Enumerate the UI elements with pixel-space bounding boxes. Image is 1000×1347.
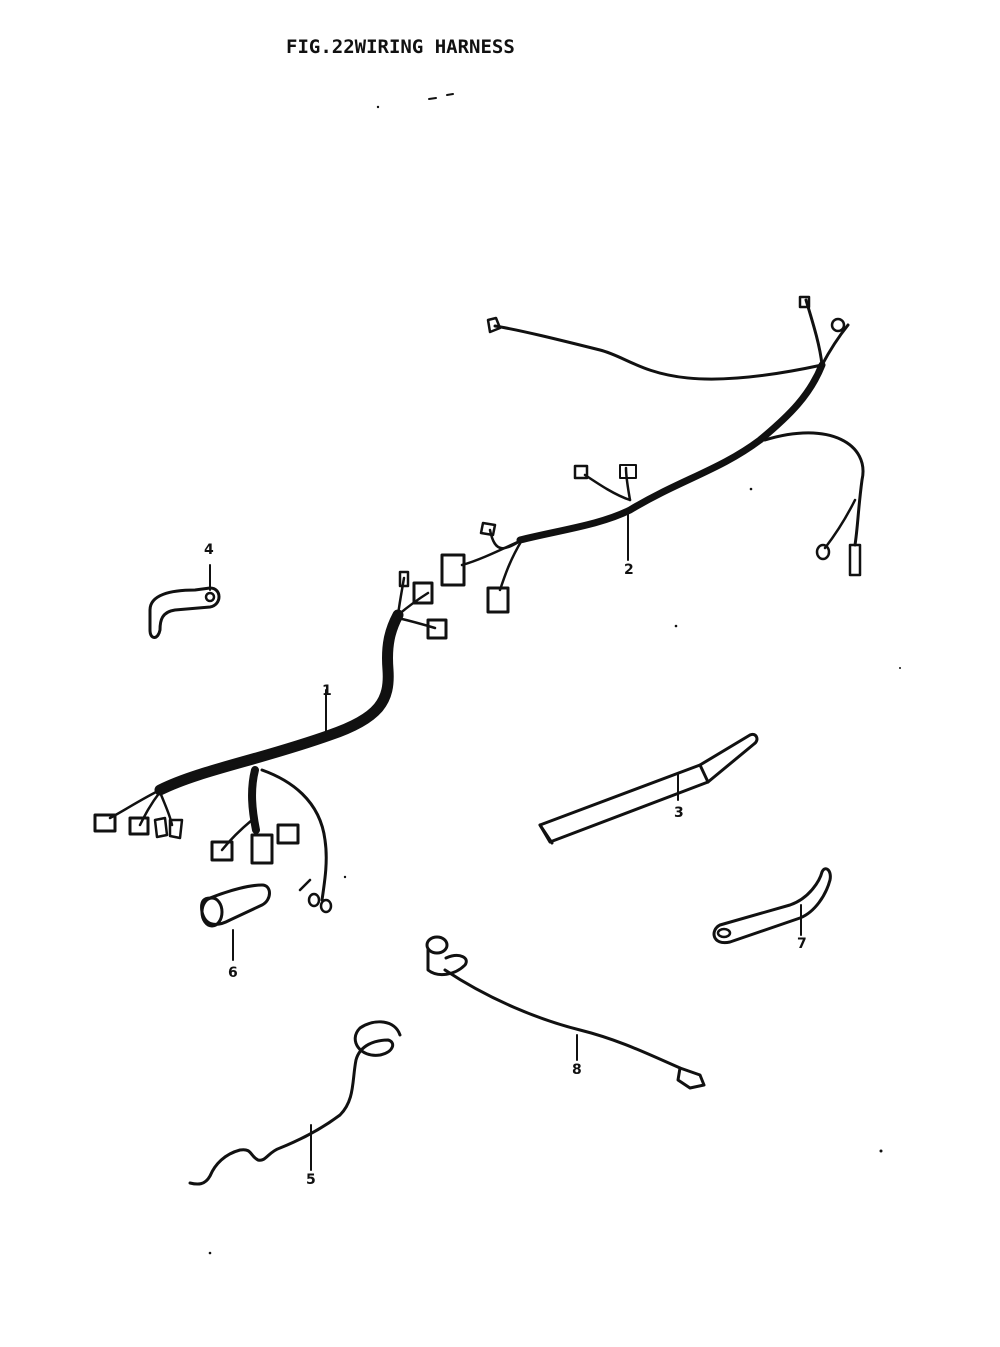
callout-3: 3: [674, 805, 684, 821]
callout-8: 8: [572, 1062, 582, 1078]
figure-title: FIG.22WIRING HARNESS: [286, 36, 515, 58]
callout-7: 7: [797, 936, 807, 952]
stray-marks: [208, 93, 901, 1255]
wiring-harness-1: [93, 570, 448, 914]
cap-6: [200, 883, 271, 961]
clamp-4: [148, 564, 221, 639]
bracket-7: [712, 867, 832, 945]
wiring-harness-2: [440, 295, 865, 614]
callout-6: 6: [228, 965, 238, 981]
band-3: [538, 732, 759, 845]
callout-5: 5: [306, 1172, 316, 1188]
callout-4: 4: [204, 542, 214, 558]
sensor-lead-8: [425, 935, 706, 1090]
callout-1: 1: [322, 683, 332, 699]
wire-hook-5: [188, 1020, 402, 1186]
callout-2: 2: [624, 562, 634, 578]
